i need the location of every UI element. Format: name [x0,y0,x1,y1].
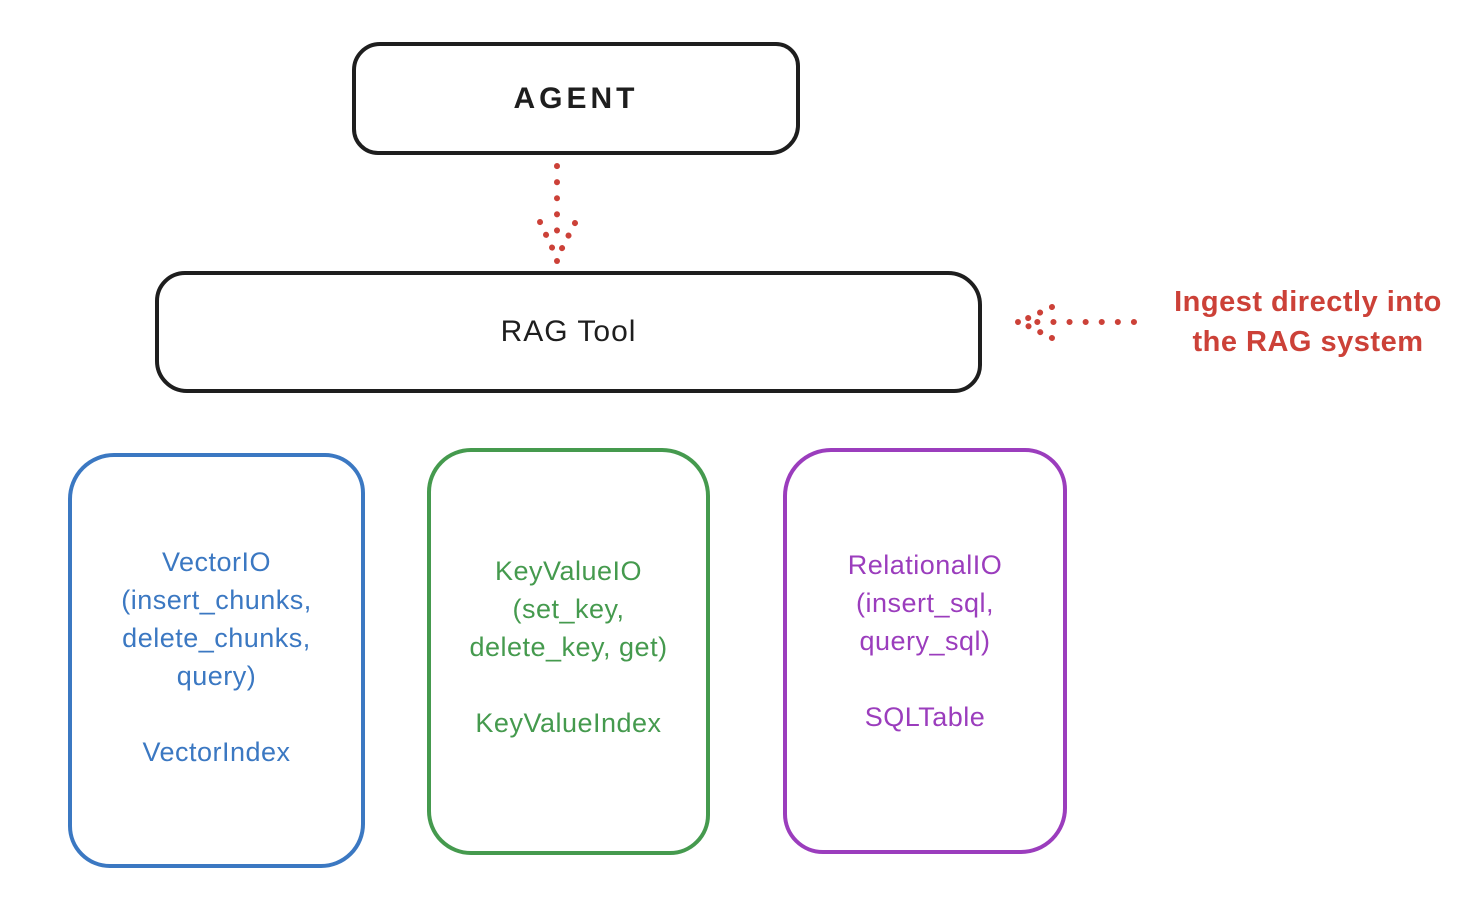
backend-label-line: VectorIO [161,547,272,577]
line-gap [72,695,361,733]
backend-label-line: query) [176,661,257,691]
backend-label-line: (set_key, [512,594,625,624]
ingest-into-rag-arrow-icon [1015,304,1137,341]
backend-box-vector-io: VectorIO (insert_chunks, delete_chunks, … [68,453,365,868]
backend-label-line: delete_chunks, [122,623,311,653]
backend-label-line: query_sql) [859,626,991,656]
rag-tool-box: RAG Tool [155,271,982,393]
backend-label-line: RelationalIO [847,550,1003,580]
backend-vector-io-text: VectorIO (insert_chunks, delete_chunks, … [72,543,361,771]
backend-relational-io-text: RelationalIO (insert_sql, query_sql) SQL… [787,546,1063,736]
backend-label-line: delete_key, get) [469,632,668,662]
backend-index-label: VectorIndex [142,737,291,767]
backend-box-key-value-io: KeyValueIO (set_key, delete_key, get) Ke… [427,448,710,855]
line-gap [431,666,706,704]
backend-key-value-io-text: KeyValueIO (set_key, delete_key, get) Ke… [431,552,706,742]
line-gap [787,660,1063,698]
ingest-annotation: Ingest directly into the RAG system [1140,282,1476,362]
agent-box: AGENT [352,42,800,155]
backend-label-line: KeyValueIO [494,556,643,586]
backend-label-line: (insert_chunks, [121,585,312,615]
ingest-annotation-line2: the RAG system [1192,326,1424,358]
backend-index-label: SQLTable [864,702,986,732]
agent-box-label: AGENT [513,81,639,115]
rag-tool-box-label: RAG Tool [500,315,637,348]
backend-box-relational-io: RelationalIO (insert_sql, query_sql) SQL… [783,448,1067,854]
backend-label-line: (insert_sql, [855,588,995,618]
ingest-annotation-line1: Ingest directly into [1174,286,1442,318]
backend-index-label: KeyValueIndex [475,708,662,738]
agent-to-rag-arrow-icon [537,163,578,264]
